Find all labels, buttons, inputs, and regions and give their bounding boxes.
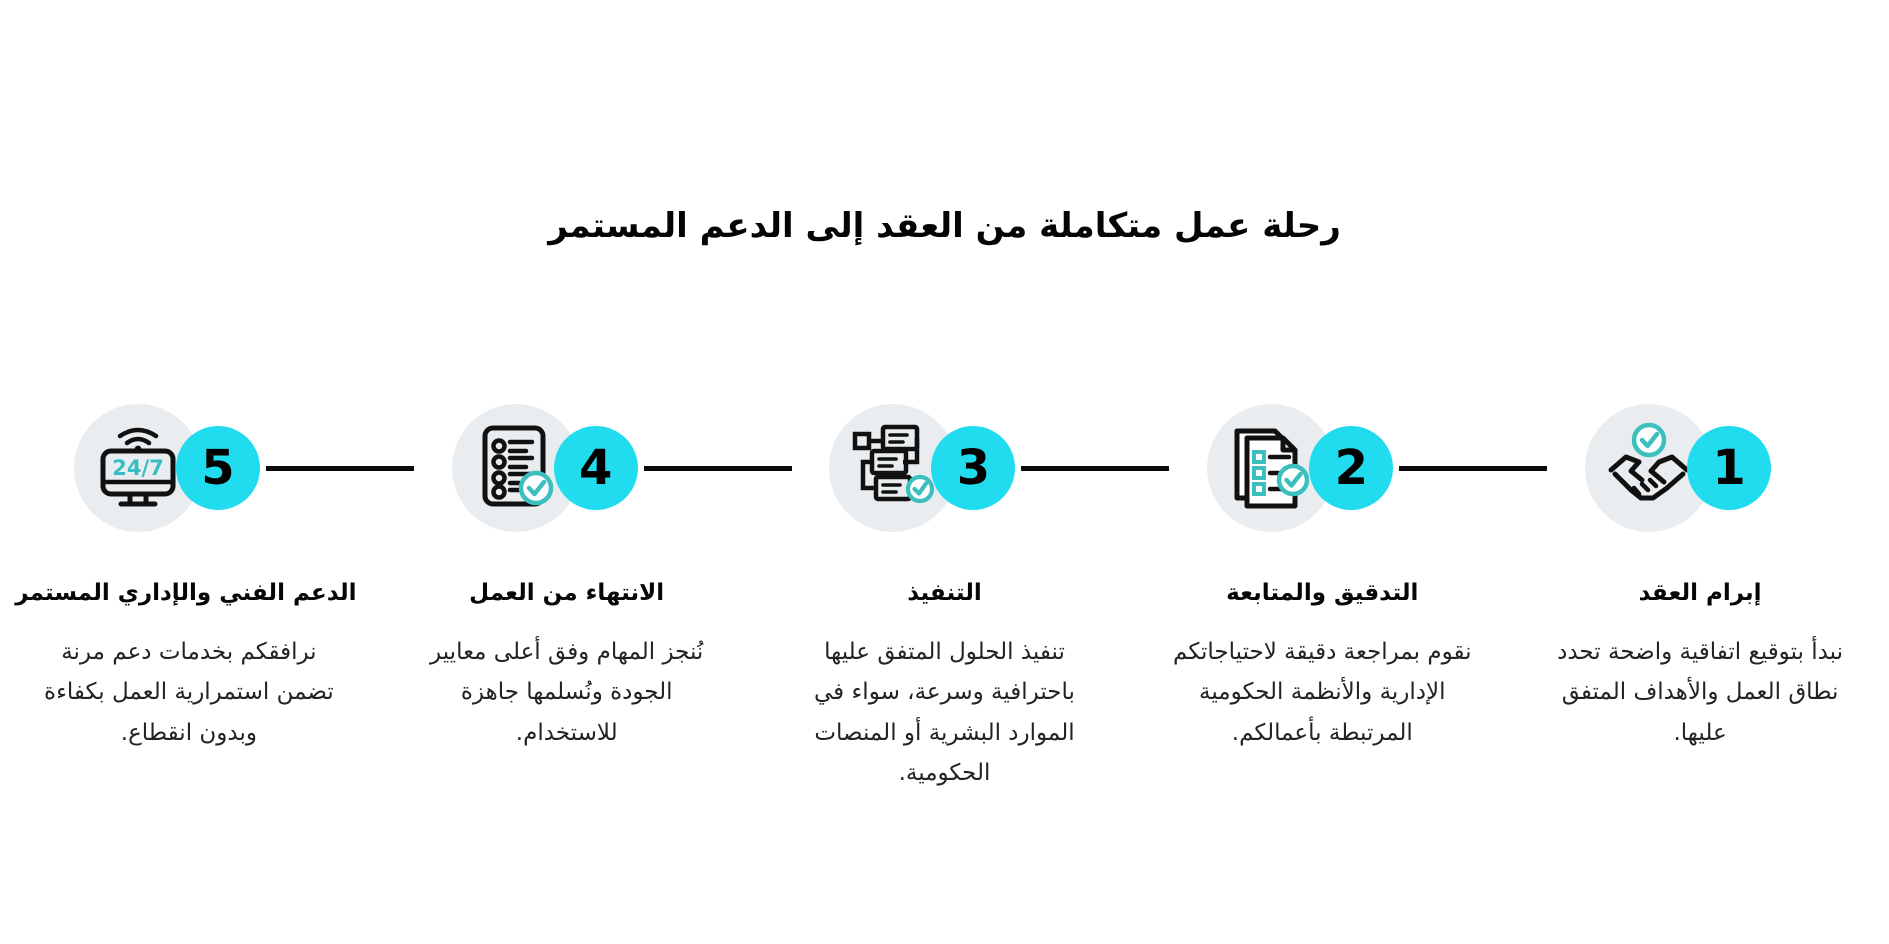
step-item-4[interactable]: 4 الانتهاء من العمل نُنجز المهام وفق أعل… [378,398,792,878]
step-heading: الدعم الفني والإداري المستمر [15,580,357,606]
steps-row: 24/7 5 الدعم الفني والإداري المستمر نراف… [0,398,1889,878]
step-icon-cluster: 1 [1575,398,1825,538]
step-number-badge: 2 [1309,426,1394,510]
step-heading: إبرام العقد [1638,580,1762,606]
step-connector-line [643,466,792,471]
step-connector-line [1021,466,1170,471]
documents-stack-check-icon [1234,428,1310,509]
step-number-badge: 3 [931,426,1016,510]
step-description: نرافقكم بخدمات دعم مرنة تضمن استمرارية ا… [44,639,334,746]
step-item-3[interactable]: 3 التنفيذ تنفيذ الحلول المتفق عليها باحت… [756,398,1170,878]
step-description: نقوم بمراجعة دقيقة لاحتياجاتكم الإدارية … [1173,639,1472,746]
step-item-2[interactable]: 2 التدقيق والمتابعة نقوم بمراجعة دقيقة ل… [1133,398,1548,878]
svg-text:24/7: 24/7 [112,456,164,480]
step-number-badge: 1 [1687,426,1772,510]
monitor-24-7-support-icon: 24/7 [100,427,176,507]
step-heading: التدقيق والمتابعة [1226,580,1419,606]
step-icon-cluster: 24/7 5 [64,398,414,538]
step-icon-cluster: 3 [819,398,1170,538]
step-description: نُنجز المهام وفق أعلى معايير الجودة ونُس… [430,639,704,746]
handshake-check-icon [1608,422,1690,501]
step-connector-line [1399,466,1548,471]
step-item-5[interactable]: 24/7 5 الدعم الفني والإداري المستمر نراف… [0,398,414,878]
step-number-badge: 4 [553,426,638,510]
page-title: رحلة عمل متكاملة من العقد إلى الدعم المس… [548,206,1341,246]
step-icon-cluster: 4 [442,398,792,538]
step-description: تنفيذ الحلول المتفق عليها باحترافية وسرع… [814,639,1075,786]
step-heading: التنفيذ [907,580,982,606]
checklist-document-check-icon [482,425,553,507]
step-item-1[interactable]: 1 إبرام العقد نبدأ بتوقيع اتفاقية واضحة … [1511,398,1889,878]
workflow-diagram-check-icon [853,424,935,504]
step-icon-cluster: 2 [1197,398,1548,538]
step-description: نبدأ بتوقيع اتفاقية واضحة تحدد نطاق العم… [1557,639,1844,746]
step-number-badge: 5 [175,426,260,510]
step-heading: الانتهاء من العمل [469,580,665,606]
step-connector-line [265,466,414,471]
